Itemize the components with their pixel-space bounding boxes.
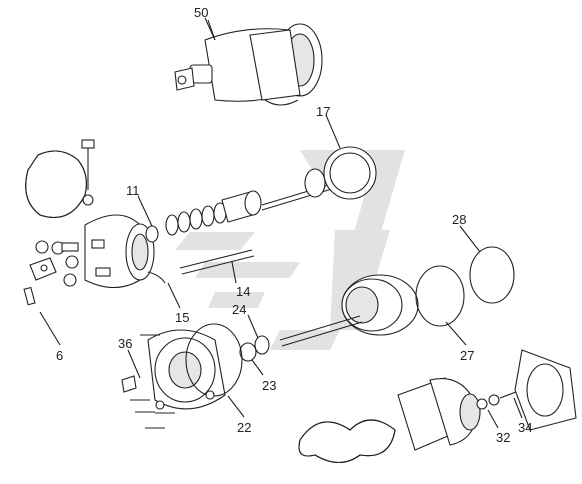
callout-24: 24 <box>232 302 246 317</box>
part-27-ring <box>415 265 465 327</box>
part-32-34-hardware <box>476 391 517 410</box>
callout-36: 36 <box>118 336 132 351</box>
callout-32: 32 <box>496 430 510 445</box>
part-clamp-band <box>25 139 95 219</box>
callout-34: 34 <box>518 420 532 435</box>
leader-lines <box>39 19 523 429</box>
callout-27: 27 <box>460 348 474 363</box>
callout-28: 28 <box>452 212 466 227</box>
part-spring-housing <box>397 377 481 451</box>
callout-6: 6 <box>56 348 63 363</box>
part-28-ring <box>469 246 515 304</box>
callout-22: 22 <box>237 420 251 435</box>
part-chamber-housing <box>84 214 155 289</box>
part-17-seal-ring <box>323 146 377 200</box>
callout-11: 11 <box>126 183 140 198</box>
part-hardware-left <box>23 240 79 306</box>
part-22-cover-plate <box>147 323 243 410</box>
part-cover-bolts <box>121 334 175 429</box>
part-piston-assembly <box>279 274 419 347</box>
callout-23: 23 <box>262 378 276 393</box>
callout-17: 17 <box>316 104 330 119</box>
part-sleeve-and-rod <box>221 168 346 223</box>
part-50-brake-chamber <box>174 17 323 106</box>
part-14-rod <box>147 249 255 284</box>
callout-50: 50 <box>194 5 208 20</box>
callout-14: 14 <box>236 284 250 299</box>
part-return-spring <box>298 419 396 464</box>
part-11-spring-set <box>145 202 227 243</box>
part-end-gasket <box>514 349 577 431</box>
callout-15: 15 <box>175 310 189 325</box>
part-23-24-rings <box>239 335 270 362</box>
